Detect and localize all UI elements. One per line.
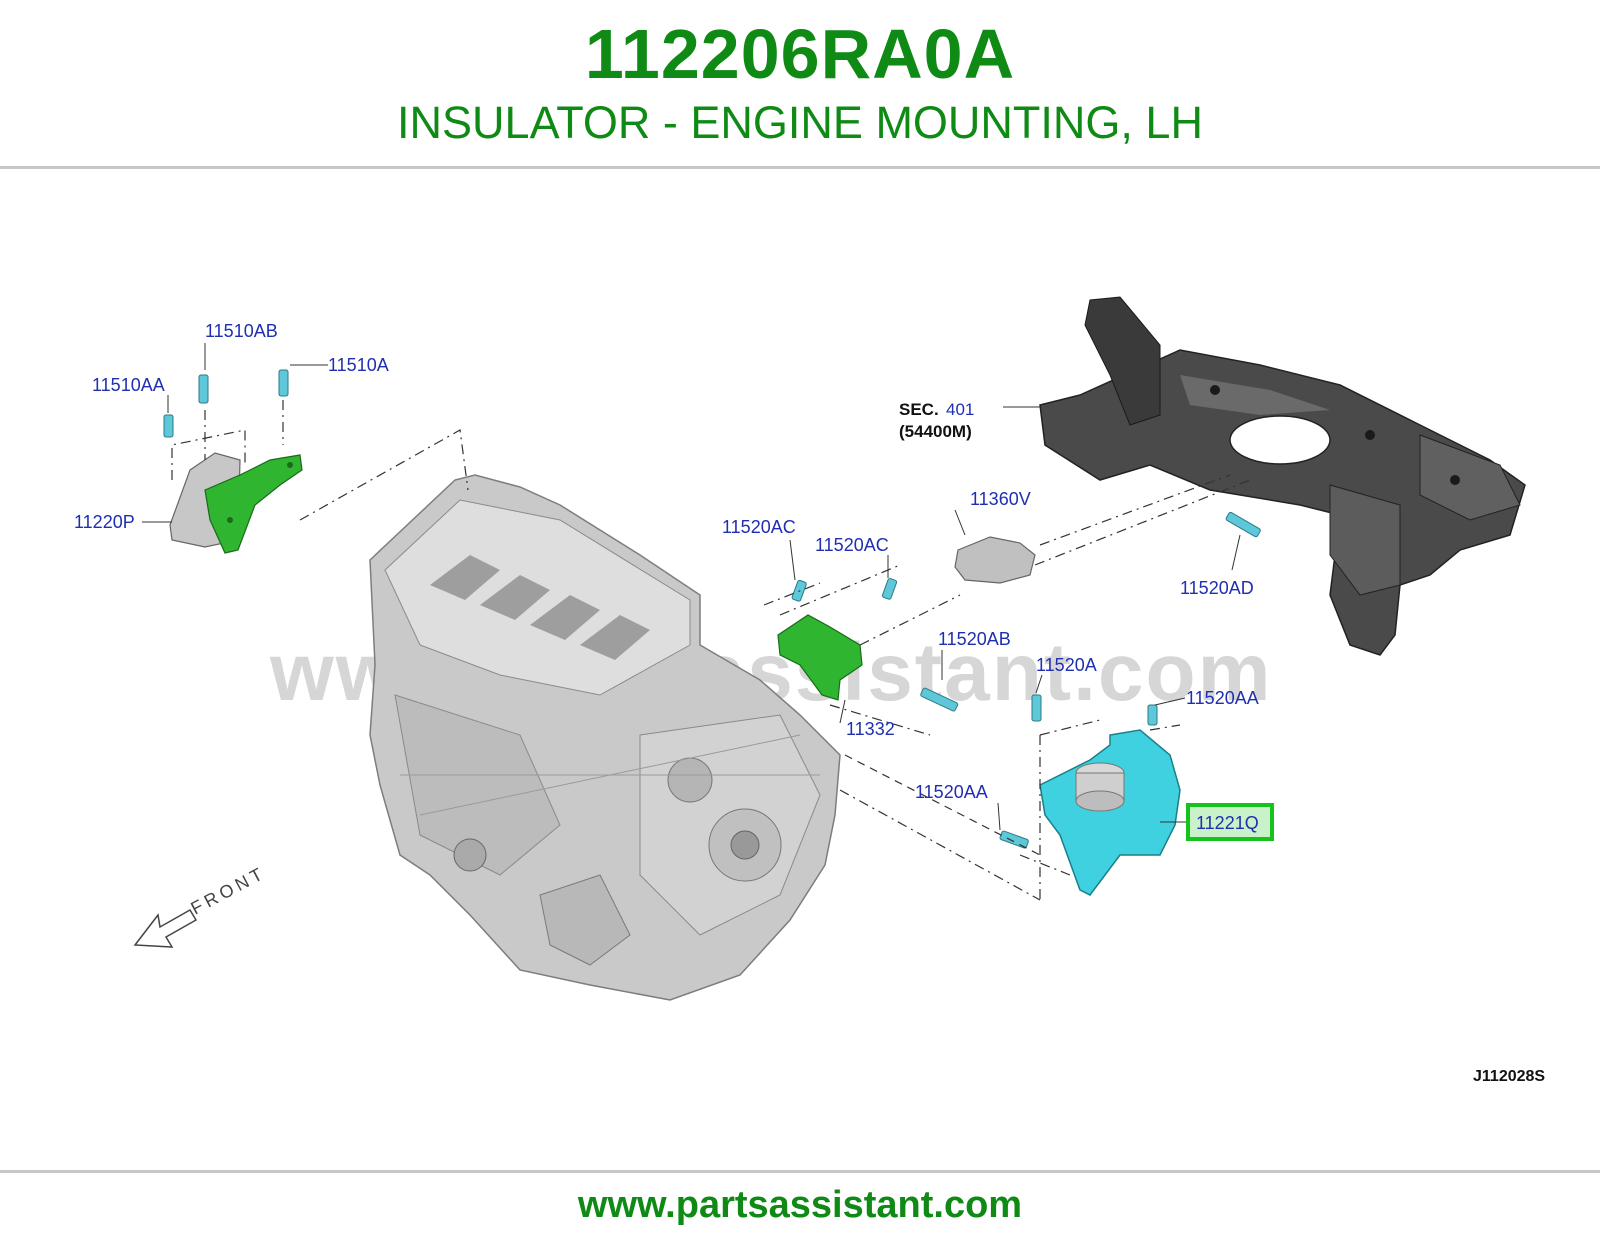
callout-11360v[interactable]: 11360V	[970, 489, 1031, 509]
header-divider	[0, 166, 1600, 169]
callout-11520a[interactable]: 11520A	[1036, 655, 1097, 675]
callout-11520aa-1[interactable]: 11520AA	[1186, 688, 1259, 708]
footer-url[interactable]: www.partsassistant.com	[577, 1184, 1023, 1226]
callout-labels: 11510AB 11510A 11510AA 11220P 11520AC 11…	[74, 321, 1545, 1085]
drawing-code: J112028S	[1473, 1068, 1545, 1085]
callout-11332[interactable]: 11332	[846, 719, 895, 739]
front-label: FRONT	[187, 862, 269, 918]
callout-11520aa-2[interactable]: 11520AA	[915, 782, 988, 802]
bolt-icons-right	[791, 511, 1261, 849]
engine-assembly-illustration	[369, 474, 841, 1001]
section-prefix: SEC.	[899, 400, 939, 419]
callout-11520ad[interactable]: 11520AD	[1180, 578, 1254, 598]
callout-11510a[interactable]: 11510A	[328, 355, 389, 375]
callout-11520ac-2[interactable]: 11520AC	[815, 535, 889, 555]
callout-11221q[interactable]: 11221Q	[1196, 813, 1259, 833]
part-description: INSULATOR - ENGINE MOUNTING, LH	[397, 97, 1203, 148]
mounting-bracket-left-illustration	[169, 452, 303, 554]
assembly-lines	[171, 400, 1251, 901]
subframe-illustration	[1039, 296, 1526, 656]
bolt-icons-left	[163, 369, 289, 438]
leader-lines	[142, 343, 1241, 831]
part-number: 112206RA0A	[584, 15, 1016, 93]
front-direction-arrow: FRONT	[133, 862, 269, 948]
callout-11520ac-1[interactable]: 11520AC	[722, 517, 796, 537]
insulator-11360v-illustration	[954, 536, 1036, 584]
callout-11510aa[interactable]: 11510AA	[92, 375, 165, 395]
section-number-link[interactable]: 401	[946, 400, 974, 419]
highlight-box	[1186, 803, 1274, 841]
callout-11520ab[interactable]: 11520AB	[938, 629, 1011, 649]
callout-11510ab[interactable]: 11510AB	[205, 321, 278, 341]
mounting-bracket-11332-illustration	[777, 614, 863, 701]
footer-divider	[0, 1170, 1600, 1173]
parts-diagram: www.partsassistant.com	[74, 296, 1545, 1085]
section-part: (54400M)	[899, 422, 972, 441]
insulator-11221q-illustration	[1039, 729, 1181, 896]
callout-11220p[interactable]: 11220P	[74, 512, 135, 532]
